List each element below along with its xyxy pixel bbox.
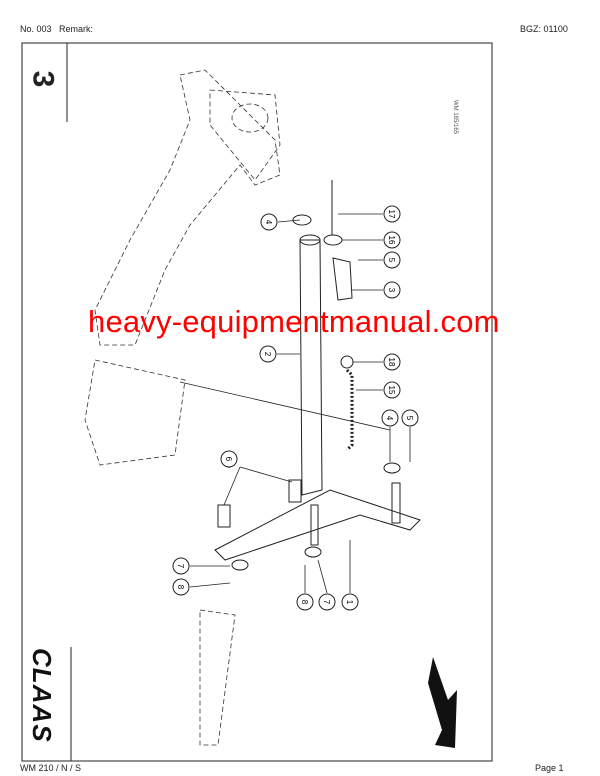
callout-number: 15 xyxy=(387,386,396,395)
sheet-number-label: No. 003 xyxy=(20,24,52,34)
callout-number: 1 xyxy=(345,600,354,605)
callout-number: 2 xyxy=(263,352,272,357)
callout-circle xyxy=(383,205,401,223)
bgz-code: BGZ: 01100 xyxy=(520,24,568,34)
callout-circle xyxy=(401,409,419,427)
callout-number: 8 xyxy=(300,600,309,605)
callout-circle xyxy=(296,593,314,611)
callouts: 4 17 16 5 3 2 18 15 4 5 6 7 8 8 7 1 xyxy=(172,205,419,611)
part-arm xyxy=(299,239,323,496)
frame-outline xyxy=(84,69,281,746)
callout-circle xyxy=(259,345,277,363)
callout-number: 8 xyxy=(176,585,185,590)
callout-circle xyxy=(383,353,401,371)
callout-leader xyxy=(189,582,231,588)
callout-circle xyxy=(383,231,401,249)
page-number: Page 1 xyxy=(535,763,564,773)
callout-circle xyxy=(172,557,190,575)
callout-circle xyxy=(383,251,401,269)
callout-circle xyxy=(383,281,401,299)
callout-number: 16 xyxy=(387,236,396,245)
callout-number: 4 xyxy=(385,416,394,421)
callout-circle xyxy=(260,213,278,231)
callout-circle xyxy=(381,409,399,427)
callout-number: 5 xyxy=(405,416,414,421)
drawing-reference: WM 185/165 xyxy=(452,100,458,135)
watermark: heavy-equipmentmanual.com xyxy=(88,304,500,339)
page-frame xyxy=(21,42,493,762)
callout-number: 7 xyxy=(322,600,331,605)
callout-leader xyxy=(317,559,328,594)
callout-number: 3 xyxy=(387,288,396,293)
callout-number: 6 xyxy=(224,457,233,462)
part-pin xyxy=(332,257,353,301)
sheet-number: 3 xyxy=(26,70,60,88)
direction-arrow-icon xyxy=(428,657,457,748)
remark-label: Remark: xyxy=(59,24,94,34)
callout-number: 4 xyxy=(264,220,273,225)
callout-circle xyxy=(341,593,359,611)
callout-number: 18 xyxy=(387,358,396,367)
part-bracket-1 xyxy=(214,489,421,561)
callout-circle xyxy=(318,593,336,611)
callout-circle xyxy=(172,578,190,596)
leader-lines xyxy=(179,381,391,506)
callout-leader xyxy=(277,219,301,223)
model-label: WM 210 / N / S xyxy=(20,763,82,773)
header-left: No. 003 Remark: xyxy=(20,24,93,34)
callout-number: 7 xyxy=(176,564,185,569)
callout-circle xyxy=(220,450,238,468)
callout-number: 5 xyxy=(387,258,396,263)
claas-logo: CLAAS xyxy=(27,648,57,743)
callout-number: 17 xyxy=(387,210,396,219)
callout-circle xyxy=(383,381,401,399)
